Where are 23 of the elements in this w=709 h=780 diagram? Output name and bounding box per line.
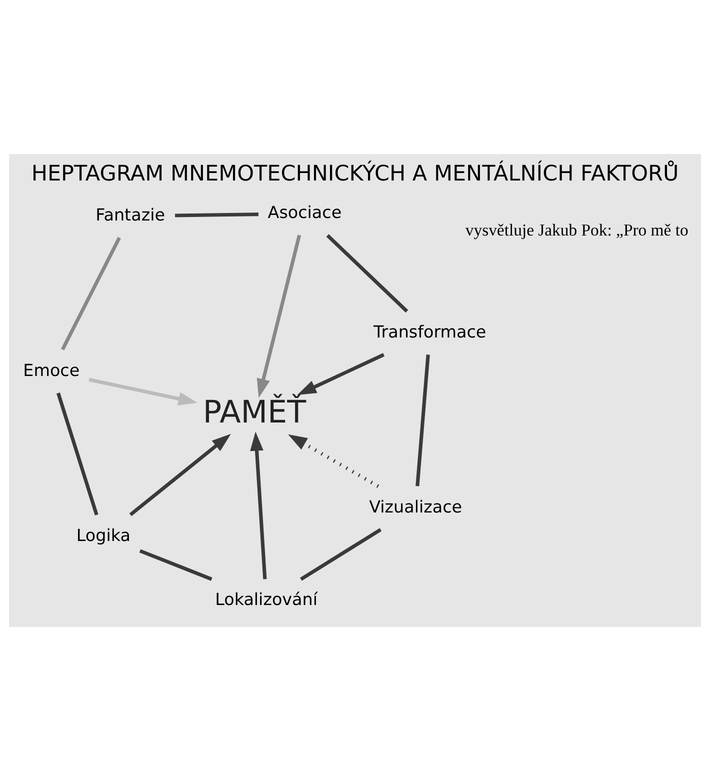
- arrow: [128, 433, 230, 516]
- node-text: Emoce: [22, 359, 80, 380]
- connector: [300, 528, 382, 580]
- node-text: Transformace: [373, 321, 486, 342]
- node-text: PAMĚŤ: [202, 394, 306, 430]
- connector: [138, 548, 212, 580]
- node-text: Fantazie: [95, 204, 164, 224]
- connector: [56, 392, 98, 515]
- label: vysvětluje Jakub Pok: „Pro mě to: [464, 220, 688, 239]
- connector: [174, 212, 258, 217]
- diagram-title: HEPTAGRAM MNEMOTECHNICKÝCH A MENTÁLNÍCH FAKTORŮ: [30, 161, 678, 186]
- arrow: [250, 431, 266, 579]
- node-text: Vizualizace: [368, 496, 462, 516]
- connector: [415, 354, 430, 486]
- arrow: [256, 234, 301, 398]
- connector: [326, 234, 408, 312]
- node-text: Asociace: [267, 202, 342, 222]
- arrow: [288, 434, 379, 488]
- arrow: [296, 352, 384, 395]
- connector: [60, 236, 120, 350]
- node-text: Lokalizování: [214, 588, 318, 609]
- node-text: Logika: [76, 524, 130, 544]
- arrow: [88, 377, 198, 405]
